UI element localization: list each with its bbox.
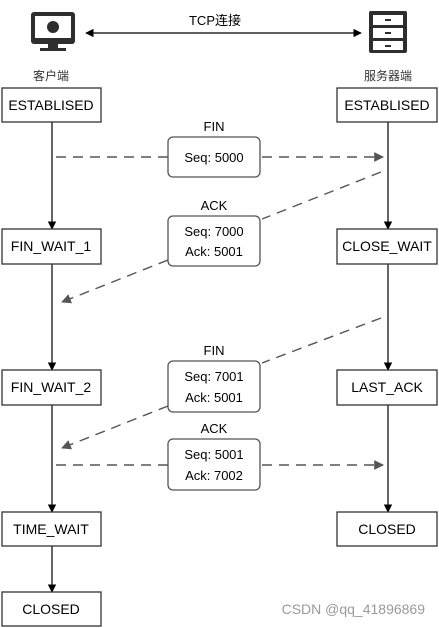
packet-type-label: ACK xyxy=(201,198,228,213)
packet-box: Seq: 5000 xyxy=(167,136,261,178)
state-label: FIN_WAIT_1 xyxy=(11,238,92,254)
server-label: 服务器端 xyxy=(364,68,412,83)
state-label: ESTABLISED xyxy=(8,97,93,113)
client-state-box: ESTABLISED xyxy=(1,87,102,123)
packet-seq: Seq: 7001 xyxy=(184,369,243,384)
server-state-box: CLOSE_WAIT xyxy=(336,228,438,265)
packet-box: Seq: 7000 Ack: 5001 xyxy=(167,215,261,267)
packet-arrow xyxy=(261,317,382,364)
state-label: LAST_ACK xyxy=(351,379,423,395)
packet-arrow xyxy=(261,171,382,220)
packet-seq: Seq: 7000 xyxy=(184,224,243,239)
packet-type-label: FIN xyxy=(204,343,225,358)
state-label: FIN_WAIT_2 xyxy=(11,379,92,395)
packet-box: Seq: 5001 Ack: 7002 xyxy=(167,438,261,491)
packet-ack: Ack: 5001 xyxy=(185,244,243,259)
computer-monitor-icon xyxy=(31,12,75,51)
packet-seq: Seq: 5000 xyxy=(184,150,243,165)
client-state-box: FIN_WAIT_1 xyxy=(1,228,102,265)
client-state-box: CLOSED xyxy=(1,591,102,627)
state-label: CLOSE_WAIT xyxy=(342,238,432,254)
server-state-box: ESTABLISED xyxy=(336,87,438,123)
server-rack-icon xyxy=(369,11,407,53)
state-label: ESTABLISED xyxy=(344,97,429,113)
packet-arrow xyxy=(61,259,169,304)
client-label: 客户端 xyxy=(33,68,69,83)
server-state-box: LAST_ACK xyxy=(336,369,438,406)
server-state-box: CLOSED xyxy=(336,511,438,547)
packet-arrow xyxy=(61,405,169,450)
state-label: CLOSED xyxy=(22,601,80,617)
packet-ack: Ack: 7002 xyxy=(185,468,243,483)
packet-type-label: ACK xyxy=(201,421,228,436)
packet-box: Seq: 7001 Ack: 5001 xyxy=(167,360,261,413)
connection-label: TCP连接 xyxy=(189,13,241,28)
client-state-box: FIN_WAIT_2 xyxy=(1,369,102,406)
client-state-box: TIME_WAIT xyxy=(1,511,102,547)
packet-type-label: FIN xyxy=(204,119,225,134)
packet-seq: Seq: 5001 xyxy=(184,447,243,462)
watermark: CSDN @qq_41896869 xyxy=(282,601,426,617)
state-label: CLOSED xyxy=(358,521,416,537)
state-label: TIME_WAIT xyxy=(13,521,89,537)
packet-ack: Ack: 5001 xyxy=(185,390,243,405)
